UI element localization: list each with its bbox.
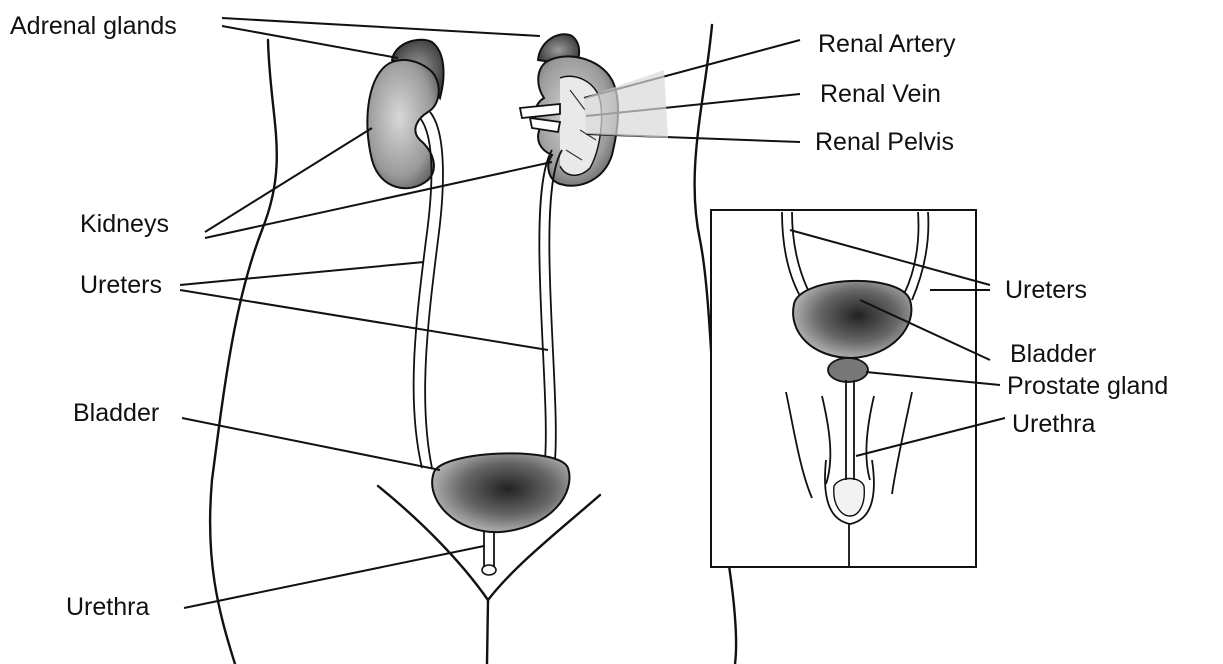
label-ureters: Ureters bbox=[80, 271, 162, 299]
label-renal-pelvis: Renal Pelvis bbox=[815, 128, 954, 156]
urethra-main bbox=[482, 532, 496, 575]
label-inset-prostate-gland: Prostate gland bbox=[1007, 372, 1168, 400]
label-inset-urethra: Urethra bbox=[1012, 410, 1095, 438]
inset-panel bbox=[711, 210, 1005, 567]
ureter-right bbox=[539, 150, 562, 460]
label-renal-artery: Renal Artery bbox=[818, 30, 956, 58]
label-urethra: Urethra bbox=[66, 593, 149, 621]
label-bladder: Bladder bbox=[73, 399, 159, 427]
label-adrenal-glands: Adrenal glands bbox=[10, 12, 177, 40]
label-renal-vein: Renal Vein bbox=[820, 80, 941, 108]
kidney-left bbox=[367, 60, 438, 188]
label-inset-ureters: Ureters bbox=[1005, 276, 1087, 304]
label-inset-bladder: Bladder bbox=[1010, 340, 1096, 368]
bladder-main bbox=[432, 453, 569, 532]
prostate-inset bbox=[828, 358, 868, 382]
labels-inset: Ureters Bladder Prostate gland Urethra bbox=[1005, 276, 1168, 438]
label-kidneys: Kidneys bbox=[80, 210, 169, 238]
